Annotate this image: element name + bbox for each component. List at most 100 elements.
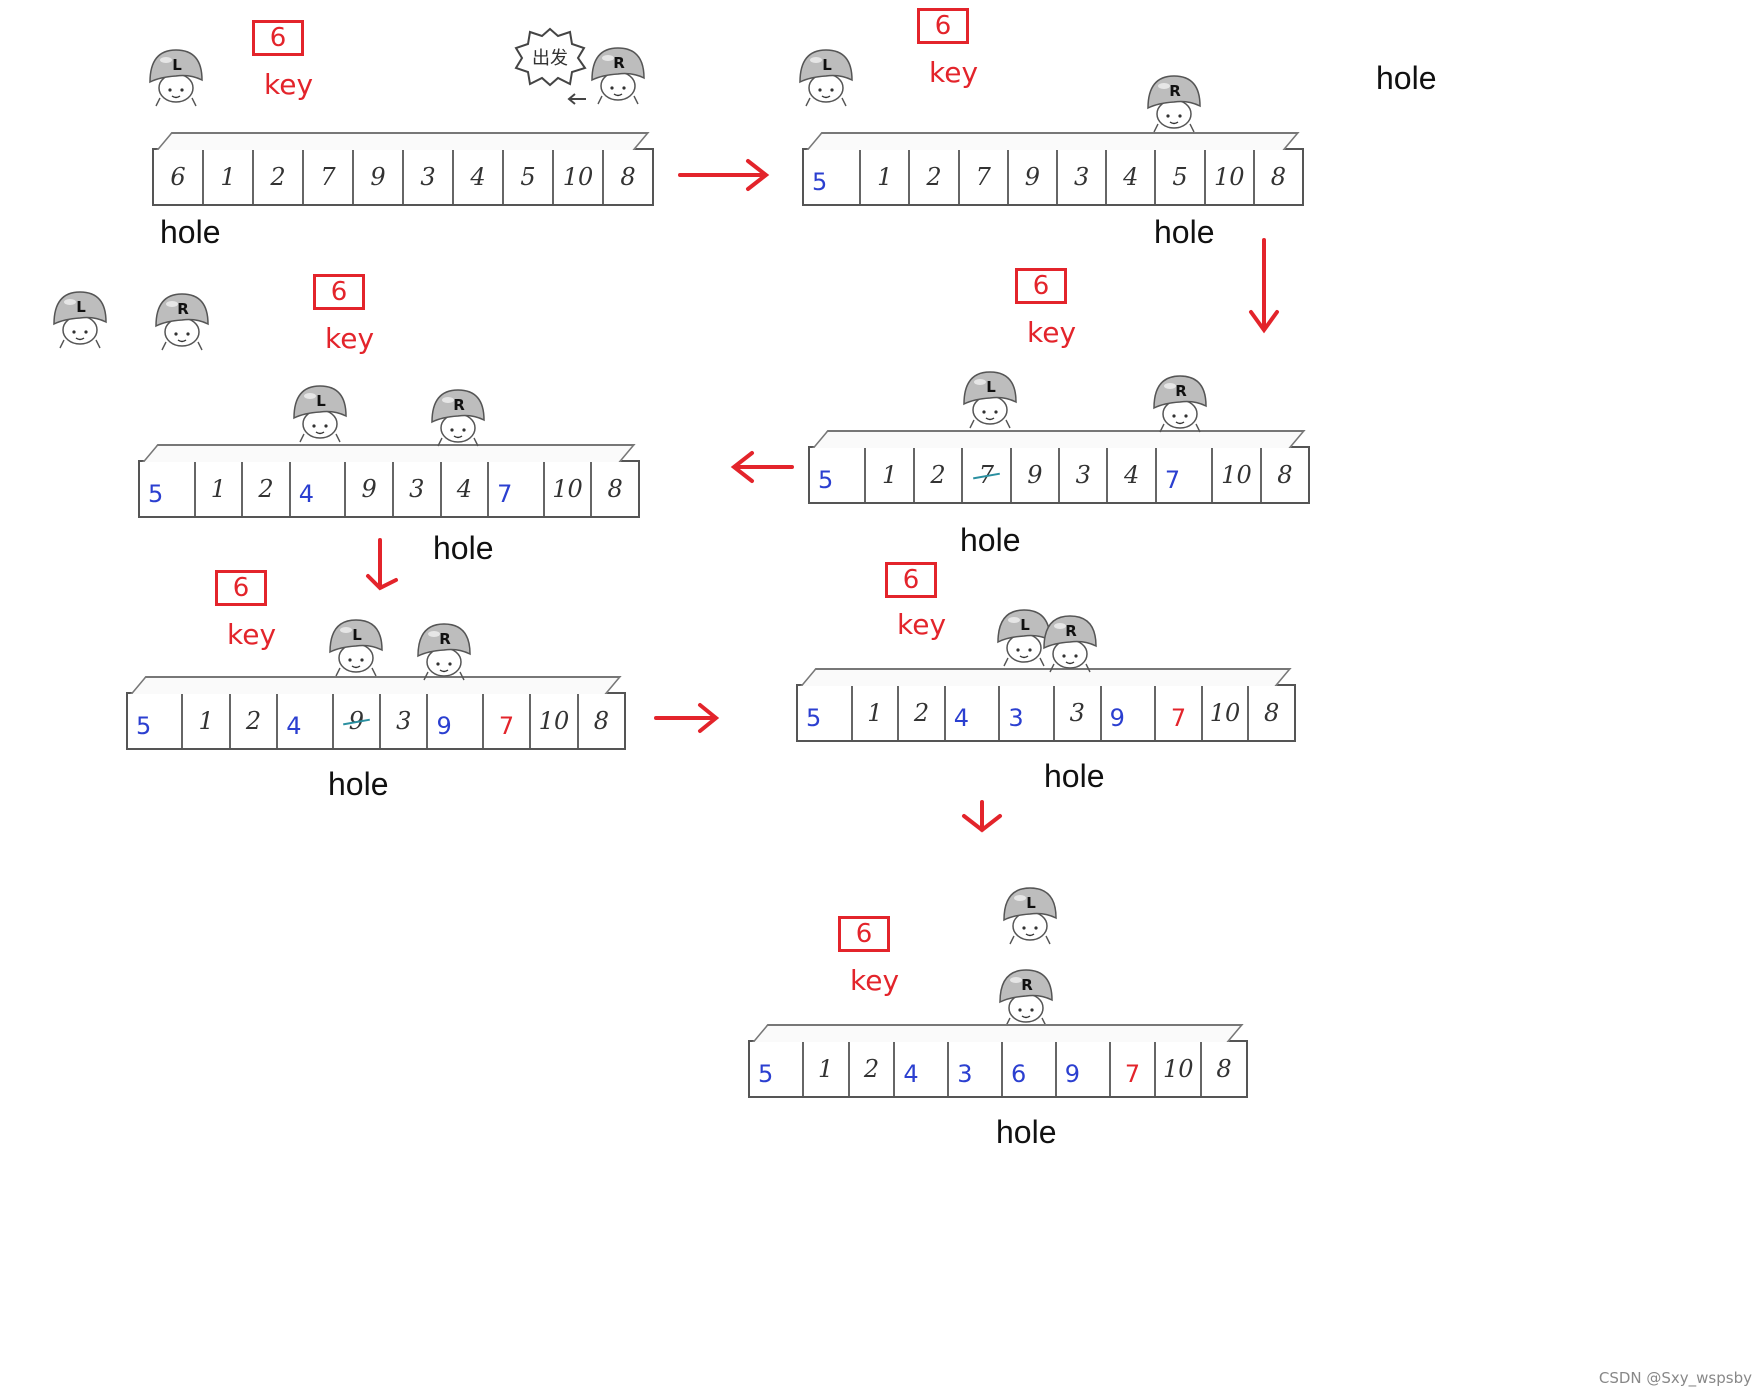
arrow-down-icon: [362, 536, 402, 592]
key-box: 6: [1015, 268, 1067, 304]
cell-value: 8: [620, 163, 635, 191]
array-cell: 10: [554, 150, 604, 204]
helmet-avatar-icon: L: [960, 368, 1020, 430]
array-cell: 8: [604, 150, 652, 204]
cell-value: 10: [1214, 163, 1245, 191]
cell-value: 2: [930, 461, 945, 489]
array-cell: 8: [1202, 1042, 1246, 1096]
array-cell: 3: [1000, 686, 1055, 740]
cell-value: 7: [320, 163, 335, 191]
pointer-r-avatar: R: [1144, 72, 1204, 139]
cell-value: 4: [1123, 163, 1138, 191]
array-cell: 10: [531, 694, 578, 748]
cell-value: 1: [867, 699, 882, 727]
cell-value: 10: [552, 475, 583, 503]
cell-value: 4: [470, 163, 485, 191]
key-label: key: [897, 608, 946, 641]
pointer-l-avatar: L: [326, 616, 386, 683]
cell-value: 10: [1163, 1055, 1194, 1083]
helmet-avatar-icon: R: [1040, 612, 1100, 674]
cell-value: 5: [818, 466, 833, 494]
arrow-left-icon: [728, 448, 796, 486]
cell-value: 9: [370, 163, 385, 191]
array-cell: 5: [504, 150, 554, 204]
arrow-down-icon: [1244, 236, 1284, 336]
array-cell: 6: [154, 150, 204, 204]
array-cell: 1: [183, 694, 230, 748]
pointer-label: R: [453, 396, 465, 414]
array-cell: 10: [1206, 150, 1255, 204]
array-cell: 9: [354, 150, 404, 204]
cell-value: 1: [877, 163, 892, 191]
cell-value: 4: [286, 712, 301, 740]
key-label: key: [850, 964, 899, 997]
key-box: 6: [885, 562, 937, 598]
helmet-avatar-icon: R: [996, 966, 1056, 1028]
array-cell: 4: [454, 150, 504, 204]
cell-value: 7: [497, 480, 512, 508]
array-cell: 5: [128, 694, 183, 748]
cell-value: 3: [396, 707, 411, 735]
cell-value: 5: [148, 480, 163, 508]
key-box: 6: [215, 570, 267, 606]
cell-value: 8: [1271, 163, 1286, 191]
array-cell: 5: [804, 150, 861, 204]
array-cell: 9: [428, 694, 483, 748]
key-box: 6: [838, 916, 890, 952]
cell-value: 6: [1011, 1060, 1026, 1088]
helmet-avatar-icon: L: [146, 46, 206, 108]
array-cell: 2: [231, 694, 278, 748]
cell-value: 4: [954, 704, 969, 732]
helmet-avatar-icon: R: [428, 386, 488, 448]
pointer-label: R: [177, 300, 189, 318]
cell-value: 9: [436, 712, 451, 740]
pointer-l-avatar: L: [50, 288, 110, 355]
array-cell: 8: [1249, 686, 1294, 740]
hole-label: hole: [1044, 758, 1105, 795]
hole-label: hole: [433, 530, 494, 567]
pointer-label: L: [352, 626, 362, 644]
small-left-arrow-icon: [566, 92, 588, 106]
array-cell: 2: [915, 448, 963, 502]
hole-label: hole: [960, 522, 1021, 559]
pointer-r-avatar: R: [152, 290, 212, 357]
array-cell: 5: [1156, 150, 1205, 204]
cell-value: 3: [1008, 704, 1023, 732]
array-cell: 8: [1255, 150, 1302, 204]
cell-value: 1: [882, 461, 897, 489]
hole-label: hole: [996, 1114, 1057, 1151]
array-cell: 8: [579, 694, 624, 748]
helmet-avatar-icon: R: [588, 44, 648, 106]
array-cell: 2: [254, 150, 304, 204]
array-cell: 4: [291, 462, 347, 516]
cell-value: 7: [499, 712, 514, 740]
arrow-right-icon: [652, 700, 722, 736]
arrow-right-icon: [676, 156, 772, 194]
cell-value: 4: [299, 480, 314, 508]
key-box: 6: [252, 20, 304, 56]
cell-value: 5: [1172, 163, 1187, 191]
array-cell: 9: [346, 462, 394, 516]
array-cell: 9: [334, 694, 381, 748]
cell-value: 9: [1025, 163, 1040, 191]
pointer-label: L: [822, 56, 832, 74]
pointer-r-avatar: R: [1040, 612, 1100, 679]
cell-value: 1: [818, 1055, 833, 1083]
cell-value: 3: [409, 475, 424, 503]
cell-value: 2: [914, 699, 929, 727]
array-cell: 7: [484, 694, 531, 748]
array-cell: 2: [850, 1042, 896, 1096]
pointer-label: R: [613, 54, 625, 72]
cell-value: 8: [608, 475, 623, 503]
array-cell: 2: [910, 150, 959, 204]
pointer-l-avatar: L: [1000, 884, 1060, 951]
array-cell: 3: [381, 694, 428, 748]
cell-value: 7: [1125, 1060, 1140, 1088]
pointer-r-avatar: R: [414, 620, 474, 687]
cell-value: 5: [136, 712, 151, 740]
array-cell: 10: [1213, 448, 1261, 502]
cell-value: 10: [563, 163, 594, 191]
